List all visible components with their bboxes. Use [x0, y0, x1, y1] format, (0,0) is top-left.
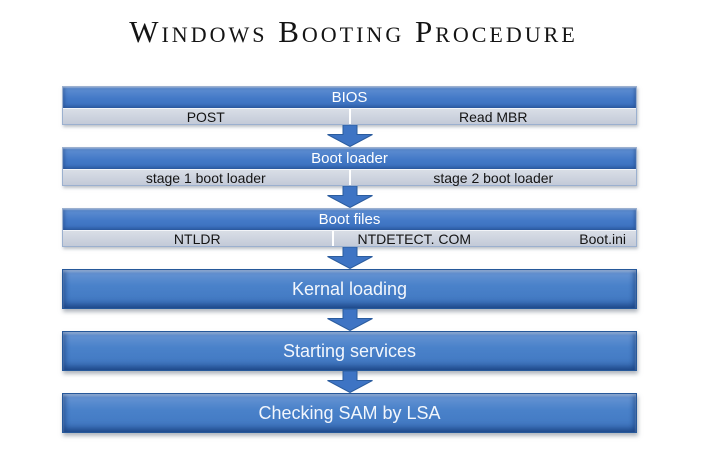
flow-connector: [62, 125, 637, 147]
down-arrow-icon: [326, 309, 373, 331]
step-box-bios: BIOS POST Read MBR: [62, 86, 637, 125]
subcell-label: POST: [186, 108, 225, 125]
step-box-starting-services: Starting services: [62, 331, 637, 371]
flow-connector: [62, 247, 637, 269]
subcell-label: Boot.ini: [579, 230, 626, 247]
subcell-label: stage 1 boot loader: [145, 169, 266, 186]
subcell-label: NTLDR: [173, 230, 221, 247]
subcell-read-mbr: Read MBR: [350, 108, 636, 125]
step-label: Boot loader: [311, 150, 388, 167]
subcell-label: NTDETECT. COM: [357, 230, 472, 247]
flow-connector: [62, 186, 637, 208]
diagram-title: Windows Booting Procedure: [129, 14, 578, 49]
step-subrow-boot-files: NTLDR NTDETECT. COM Boot.ini: [63, 230, 636, 246]
flowchart: BIOS POST Read MBR Boot loader: [62, 86, 637, 433]
down-arrow-icon: [326, 247, 373, 269]
subcell-stage1: stage 1 boot loader: [63, 170, 349, 185]
flow-connector: [62, 309, 637, 331]
subcell-label: stage 2 boot loader: [433, 169, 554, 186]
down-arrow-icon: [326, 371, 373, 393]
down-arrow-icon: [326, 125, 373, 147]
step-box-kernal-loading: Kernal loading: [62, 269, 637, 309]
step-box-checking-sam: Checking SAM by LSA: [62, 393, 637, 433]
step-box-boot-files: Boot files NTLDR NTDETECT. COM Boot.ini: [62, 208, 637, 247]
step-label: Boot files: [318, 211, 381, 228]
subcell-ntdetect-bootini: NTDETECT. COM Boot.ini: [333, 230, 636, 247]
step-label: BIOS: [331, 89, 368, 106]
subcell-stage2: stage 2 boot loader: [350, 169, 636, 186]
subcell-ntldr: NTLDR: [63, 231, 332, 246]
step-label: Kernal loading: [291, 278, 408, 299]
step-label: Starting services: [282, 340, 417, 361]
step-subrow-boot-loader: stage 1 boot loader stage 2 boot loader: [63, 169, 636, 185]
subcell-label: Read MBR: [459, 108, 528, 125]
step-label: Checking SAM by LSA: [258, 402, 441, 423]
step-header-boot-loader: Boot loader: [63, 148, 636, 169]
step-subrow-bios: POST Read MBR: [63, 108, 636, 124]
down-arrow-icon: [326, 186, 373, 208]
step-header-boot-files: Boot files: [63, 209, 636, 230]
subcell-post: POST: [63, 109, 349, 124]
step-header-bios: BIOS: [63, 87, 636, 108]
flow-connector: [62, 371, 637, 393]
step-box-boot-loader: Boot loader stage 1 boot loader stage 2 …: [62, 147, 637, 186]
